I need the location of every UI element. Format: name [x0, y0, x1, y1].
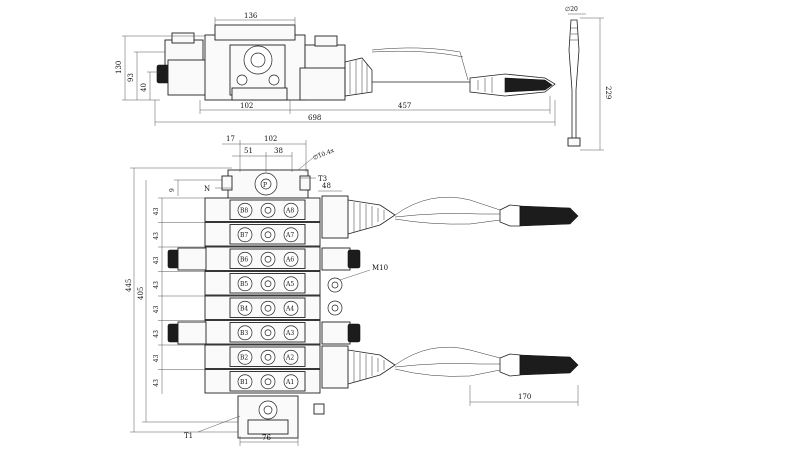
dim-229-label: 229: [604, 86, 612, 99]
port-a-label: A4: [285, 305, 294, 312]
dim-diameter-port-label: ∅10.4x: [312, 147, 336, 162]
m10-label: M10: [372, 264, 388, 272]
t3-label: T3: [318, 175, 327, 183]
valve-section: B3 A3 43: [153, 320, 321, 345]
dim-405-label: 405: [137, 287, 145, 300]
valve-section: B8 A8 43: [153, 197, 321, 223]
dim-9-label: 9: [169, 188, 176, 192]
section-height-label: 43: [153, 207, 160, 215]
port-b-icon: [237, 349, 253, 365]
dim-40-label: 40: [140, 83, 148, 92]
port-a-icon: [283, 276, 299, 292]
section-height-label: 43: [153, 379, 160, 387]
port-b-label: B1: [240, 379, 248, 386]
valve-section: B4 A4 43: [153, 295, 321, 321]
port-a-label: A7: [285, 232, 294, 239]
dim-136-label: 136: [244, 12, 258, 20]
valve-section: B5 A5 43: [153, 271, 321, 296]
port-a-icon: [283, 300, 299, 316]
solenoid-left-upper: [167, 247, 207, 271]
dim-170-label: 170: [518, 393, 531, 401]
valve-section: B6 A6 43: [153, 246, 321, 272]
dim-130-label: 130: [115, 61, 123, 74]
port-b-icon: [237, 276, 253, 292]
section-height-label: 43: [153, 281, 160, 289]
valve-section: B2 A2 43: [153, 344, 321, 370]
n-label: N: [204, 185, 210, 193]
solenoid-right-lower: [321, 321, 361, 345]
port-a-icon: [283, 325, 299, 341]
port-b-label: B7: [240, 232, 248, 239]
port-b-label: B8: [240, 207, 248, 214]
dim-445-label: 445: [125, 279, 133, 292]
port-b-icon: [237, 251, 253, 267]
port-b-icon: [237, 202, 253, 218]
dim-102-top-label: 102: [240, 102, 253, 110]
port-b-label: B5: [240, 281, 248, 288]
dim-38-label: 38: [274, 147, 283, 155]
port-a-label: A3: [285, 330, 294, 337]
port-b-label: B6: [240, 256, 248, 263]
port-b-label: B3: [240, 330, 248, 337]
t1-label: T1: [184, 432, 193, 440]
top-view: 136 130 93 40 102 457 698: [115, 12, 556, 126]
dim-457-label: 457: [398, 102, 411, 110]
port-b-icon: [237, 300, 253, 316]
port-b-label: B4: [240, 305, 248, 312]
section-height-label: 43: [153, 256, 160, 264]
dim-698-label: 698: [308, 114, 321, 122]
solenoid-right-upper: [321, 247, 361, 271]
dim-51-label: 51: [244, 147, 253, 155]
port-a-label: A8: [285, 207, 294, 214]
dim-76-label: 76: [262, 434, 271, 442]
dim-48-label: 48: [322, 182, 331, 190]
joystick-side-view: ∅20 229: [565, 6, 612, 151]
port-a-icon: [283, 349, 299, 365]
port-a-icon: [283, 251, 299, 267]
section-height-label: 43: [153, 330, 160, 338]
port-b-label: B2: [240, 354, 248, 361]
upper-joystick: [321, 195, 579, 239]
valve-section: B7 A7 43: [153, 222, 321, 247]
port-a-label: A2: [285, 354, 294, 361]
inlet-p-label: P: [263, 182, 267, 189]
section-height-label: 43: [153, 305, 160, 313]
port-a-label: A1: [285, 379, 294, 386]
port-a-icon: [283, 227, 299, 243]
dim-diameter-20-label: ∅20: [565, 6, 578, 13]
port-a-label: A5: [285, 281, 294, 288]
port-b-icon: [237, 325, 253, 341]
valve-section: B1 A1 43: [153, 369, 321, 394]
port-b-icon: [237, 227, 253, 243]
solenoid-left-lower: [167, 321, 207, 345]
section-height-label: 43: [153, 232, 160, 240]
dim-102-front-label: 102: [264, 135, 277, 143]
section-height-label: 43: [153, 354, 160, 362]
port-a-label: A6: [285, 256, 294, 263]
port-a-icon: [283, 202, 299, 218]
dim-17-label: 17: [226, 135, 235, 143]
lower-joystick: [321, 345, 579, 389]
port-b-icon: [237, 374, 253, 390]
port-a-icon: [283, 374, 299, 390]
dim-93-label: 93: [127, 73, 135, 82]
